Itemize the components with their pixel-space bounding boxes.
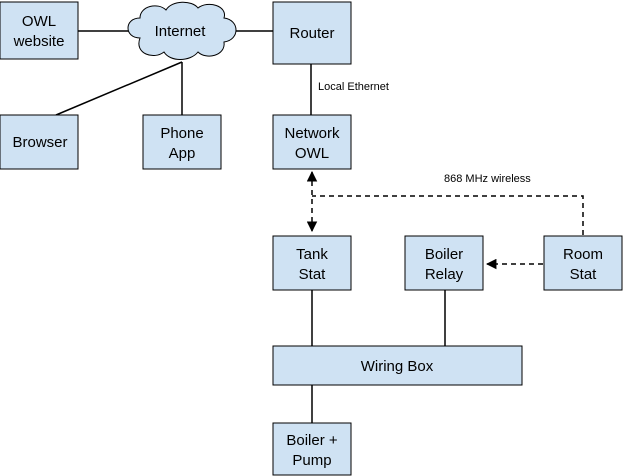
- edge-label-wireless: 868 MHz wireless: [444, 173, 531, 185]
- internet-label: Internet: [155, 23, 207, 40]
- cloud-shape: [127, 1, 237, 60]
- boiler-pump-line1: Boiler +: [286, 432, 338, 449]
- node-owl-website: OWL website: [0, 1, 79, 60]
- edge-room-stat-network-owl: [312, 195, 584, 235]
- owl-website-line1: OWL: [22, 13, 56, 30]
- node-router: Router: [272, 1, 352, 65]
- phone-app-line2: App: [169, 145, 196, 162]
- node-boiler-relay: Boiler Relay: [404, 235, 484, 291]
- node-network-owl: Network OWL: [272, 114, 352, 170]
- node-wiring-box: Wiring Box: [272, 345, 523, 386]
- node-room-stat: Room Stat: [543, 235, 623, 291]
- node-tank-stat: Tank Stat: [272, 235, 352, 291]
- wiring-box-label: Wiring Box: [361, 358, 434, 375]
- node-boiler-pump: Boiler + Pump: [272, 422, 352, 476]
- browser-label: Browser: [12, 134, 67, 151]
- room-stat-line2: Stat: [570, 266, 598, 283]
- owl-website-line2: website: [13, 33, 65, 50]
- tank-stat-line1: Tank: [296, 246, 328, 263]
- edge-internet-browser: [55, 61, 183, 116]
- room-stat-line1: Room: [563, 246, 603, 263]
- phone-app-line1: Phone: [160, 125, 203, 142]
- node-internet: Internet: [127, 1, 237, 60]
- edge-label-local-ethernet: Local Ethernet: [318, 81, 389, 93]
- boiler-relay-line2: Relay: [425, 266, 464, 283]
- node-phone-app: Phone App: [142, 114, 222, 170]
- boiler-pump-line2: Pump: [292, 452, 331, 469]
- node-browser: Browser: [0, 114, 79, 170]
- router-label: Router: [289, 25, 334, 42]
- tank-stat-line2: Stat: [299, 266, 327, 283]
- network-owl-line1: Network: [284, 125, 340, 142]
- boiler-relay-line1: Boiler: [425, 246, 463, 263]
- network-owl-line2: OWL: [295, 145, 329, 162]
